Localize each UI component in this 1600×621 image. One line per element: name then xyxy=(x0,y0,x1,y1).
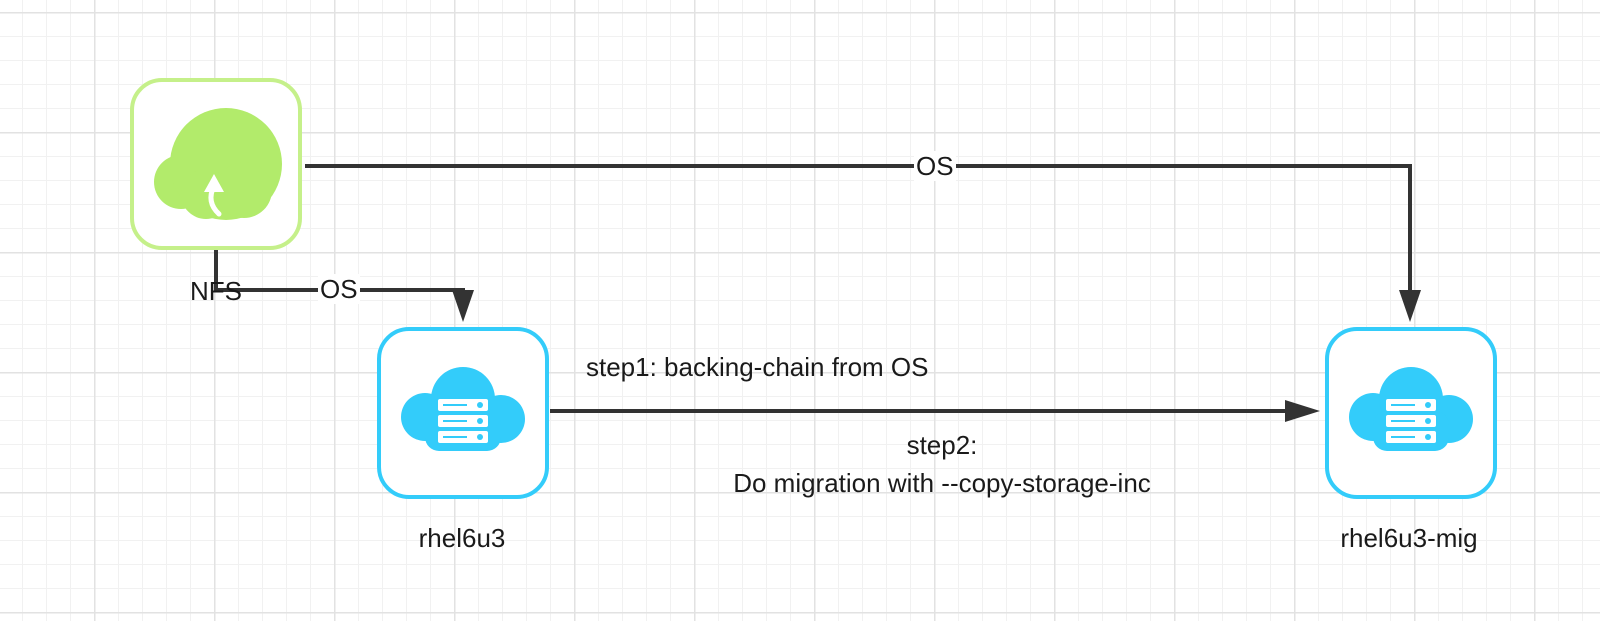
edge-label-step1: step1: backing-chain from OS xyxy=(586,352,929,382)
node-rhel6u3-mig[interactable] xyxy=(1325,327,1497,499)
arrowhead-icon xyxy=(452,290,474,322)
edge-nfs-to-mig[interactable] xyxy=(305,164,1421,322)
edge-rhel6u3-to-mig[interactable] xyxy=(550,400,1320,422)
cloud-server-icon xyxy=(1349,367,1473,451)
node-nfs-label: NFS xyxy=(190,276,242,306)
node-rhel6u3-label: rhel6u3 xyxy=(418,523,506,553)
node-nfs[interactable] xyxy=(130,78,302,250)
cloud-upload-icon xyxy=(154,108,282,220)
edge-label-os-top: OS xyxy=(914,151,956,181)
arrowhead-icon xyxy=(1285,400,1320,422)
edge-label-step2-line2: Do migration with --copy-storage-inc xyxy=(733,468,1151,498)
edge-label-os-left: OS xyxy=(318,274,360,304)
node-rhel6u3[interactable] xyxy=(377,327,549,499)
arrowhead-icon xyxy=(1399,290,1421,322)
cloud-server-icon xyxy=(401,367,525,451)
edge-label-step2: step2: Do migration with --copy-storage-… xyxy=(733,430,1151,498)
node-rhel6u3-mig-label: rhel6u3-mig xyxy=(1340,523,1478,553)
edge-label-step2-line1: step2: xyxy=(906,430,978,460)
